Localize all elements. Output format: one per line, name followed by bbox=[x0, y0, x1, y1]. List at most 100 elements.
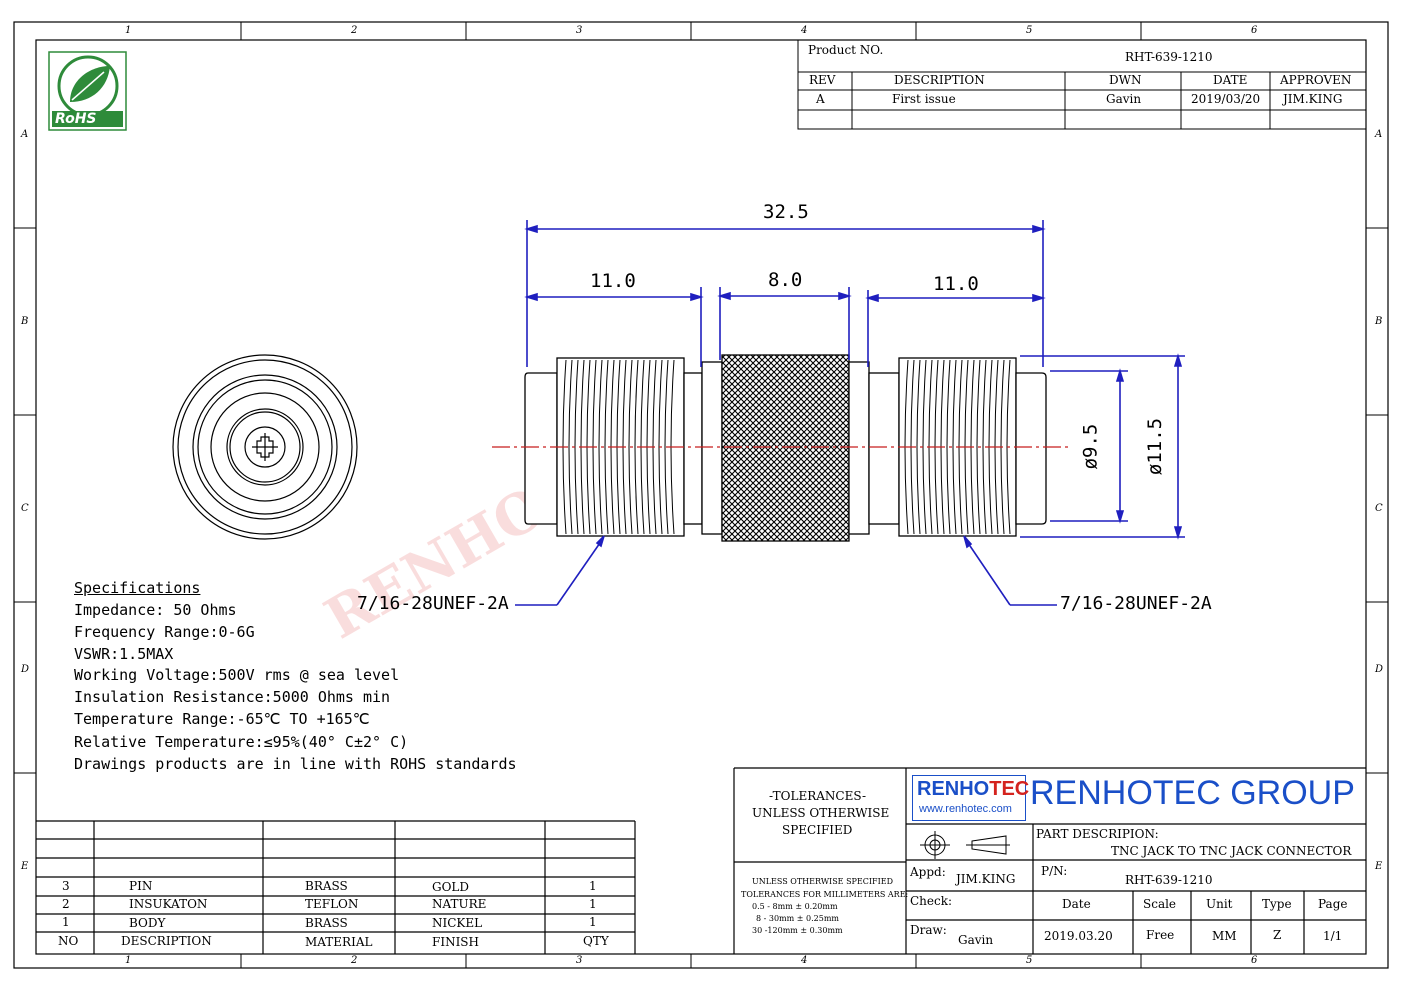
bom-cell: PIN bbox=[129, 879, 153, 893]
bom-cell: 1 bbox=[589, 897, 597, 911]
zone-label: E bbox=[21, 861, 29, 872]
spec-line: VSWR:1.5MAX bbox=[74, 645, 174, 663]
renhotec-logo: RENHOTEC www.renhotec.com bbox=[912, 775, 1030, 821]
thread-spec-right: 7/16-28UNEF-2A bbox=[1060, 593, 1212, 614]
part-number: RHT-639-1210 bbox=[1125, 873, 1213, 887]
bom-header: NO bbox=[58, 934, 79, 948]
rev-drawn-by: Gavin bbox=[1106, 92, 1142, 106]
zone-label: 6 bbox=[1251, 955, 1258, 966]
date-value: 2019.03.20 bbox=[1044, 929, 1113, 943]
bom-cell: INSUKATON bbox=[129, 897, 208, 911]
type-value: Z bbox=[1273, 928, 1282, 942]
tolerances-line: UNLESS OTHERWISE bbox=[752, 806, 890, 820]
bom-header: FINISH bbox=[432, 935, 479, 949]
product-no: RHT-639-1210 bbox=[1125, 50, 1213, 64]
bom-cell: NATURE bbox=[432, 897, 487, 911]
bom-header: MATERIAL bbox=[305, 935, 373, 949]
col-page-label: Page bbox=[1318, 897, 1348, 911]
header-col-date: DATE bbox=[1213, 73, 1248, 87]
zone-label: 6 bbox=[1251, 25, 1258, 36]
page-value: 1/1 bbox=[1323, 929, 1343, 943]
col-scale-label: Scale bbox=[1143, 897, 1177, 911]
spec-line: Temperature Range:-65℃ TO +165℃ bbox=[74, 710, 370, 728]
renhotec-url: www.renhotec.com bbox=[919, 803, 1012, 815]
bom-cell: TEFLON bbox=[305, 897, 359, 911]
zone-label: E bbox=[1375, 861, 1383, 872]
zone-label: 2 bbox=[351, 25, 358, 36]
header-col-rev: REV bbox=[809, 73, 836, 87]
header-col-dwn: DWN bbox=[1109, 73, 1142, 87]
zone-label: A bbox=[1375, 129, 1383, 140]
spec-line: Frequency Range:0-6G bbox=[74, 623, 255, 641]
zone-label: B bbox=[1375, 316, 1383, 327]
bom-cell: 1 bbox=[62, 915, 70, 929]
col-unit-label: Unit bbox=[1206, 897, 1233, 911]
part-description-label: PART DESCRIPION: bbox=[1036, 827, 1159, 841]
check-label: Check: bbox=[910, 894, 953, 908]
zone-label: 2 bbox=[351, 955, 358, 966]
part-description: TNC JACK TO TNC JACK CONNECTOR bbox=[1111, 844, 1352, 858]
bom-cell: BODY bbox=[129, 916, 166, 930]
approved-label: Appd: bbox=[910, 865, 946, 879]
rohs-logo-text: RoHS bbox=[55, 111, 97, 127]
zone-label: 1 bbox=[125, 25, 132, 36]
dim-right-section: 11.0 bbox=[933, 273, 979, 295]
rohs-logo bbox=[48, 51, 127, 131]
zone-label: 5 bbox=[1026, 955, 1033, 966]
bom-cell: BRASS bbox=[305, 916, 348, 930]
rev-value: A bbox=[816, 92, 825, 106]
spec-line: Insulation Resistance:5000 Ohms min bbox=[74, 688, 391, 706]
tolerance-detail: 30 -120mm ± 0.30mm bbox=[752, 926, 843, 935]
zone-label: D bbox=[21, 664, 30, 675]
zone-label: 4 bbox=[801, 25, 808, 36]
rev-approved-by: JIM.KING bbox=[1283, 92, 1343, 106]
dim-inner-diameter: ø9.5 bbox=[1079, 423, 1102, 470]
tolerance-detail: 0.5 - 8mm ± 0.20mm bbox=[752, 902, 838, 911]
header-table-lines bbox=[797, 39, 1367, 130]
zone-label: 5 bbox=[1026, 25, 1033, 36]
approved-by: JIM.KING bbox=[956, 872, 1016, 886]
spec-line: Relative Temperature:≤95%(40° C±2° C) bbox=[74, 733, 409, 751]
scale-value: Free bbox=[1146, 928, 1175, 942]
spec-line: Drawings products are in line with ROHS … bbox=[74, 755, 517, 773]
zone-label: D bbox=[1375, 664, 1384, 675]
bom-cell: 1 bbox=[589, 915, 597, 929]
bom-cell: 2 bbox=[62, 897, 70, 911]
bom-table-lines bbox=[36, 820, 636, 954]
zone-label: C bbox=[21, 503, 29, 514]
zone-label: C bbox=[1375, 503, 1383, 514]
rev-description: First issue bbox=[892, 92, 956, 106]
pn-label: P/N: bbox=[1041, 864, 1068, 878]
header-col-description: DESCRIPTION bbox=[894, 73, 985, 87]
zone-label: 3 bbox=[576, 955, 583, 966]
bom-cell: 3 bbox=[62, 879, 70, 893]
draw-label: Draw: bbox=[910, 923, 947, 937]
tolerance-detail: TOLERANCES FOR MILLIMETERS ARE: bbox=[741, 890, 909, 899]
dim-overall-length: 32.5 bbox=[763, 201, 809, 223]
bom-header: QTY bbox=[583, 934, 609, 948]
tolerance-detail: 8 - 30mm ± 0.25mm bbox=[756, 914, 840, 923]
renhotec-logo-red: TEC bbox=[989, 778, 1030, 800]
rev-date: 2019/03/20 bbox=[1191, 92, 1261, 106]
zone-label: 1 bbox=[125, 955, 132, 966]
title-block-lines bbox=[733, 767, 1366, 954]
specifications-title: Specifications bbox=[74, 579, 201, 597]
connector-side-view bbox=[524, 354, 1047, 542]
bom-cell: GOLD bbox=[432, 880, 470, 894]
unit-value: MM bbox=[1212, 929, 1237, 943]
zone-label: B bbox=[21, 316, 29, 327]
tolerance-detail: UNLESS OTHERWISE SPECIFIED bbox=[752, 877, 894, 886]
front-view bbox=[172, 354, 358, 540]
spec-line: Impedance: 50 Ohms bbox=[74, 601, 237, 619]
col-type-label: Type bbox=[1262, 897, 1292, 911]
bom-header: DESCRIPTION bbox=[121, 934, 212, 948]
dim-middle-section: 8.0 bbox=[768, 269, 803, 291]
drawn-by: Gavin bbox=[958, 933, 994, 947]
dimension-lines bbox=[515, 220, 1185, 606]
bom-cell: 1 bbox=[589, 879, 597, 893]
renhotec-logo-blue: RENHO bbox=[917, 778, 990, 800]
dim-outer-diameter: ø11.5 bbox=[1144, 417, 1167, 476]
tolerances-line: -TOLERANCES- bbox=[769, 789, 867, 803]
bom-cell: BRASS bbox=[305, 879, 348, 893]
